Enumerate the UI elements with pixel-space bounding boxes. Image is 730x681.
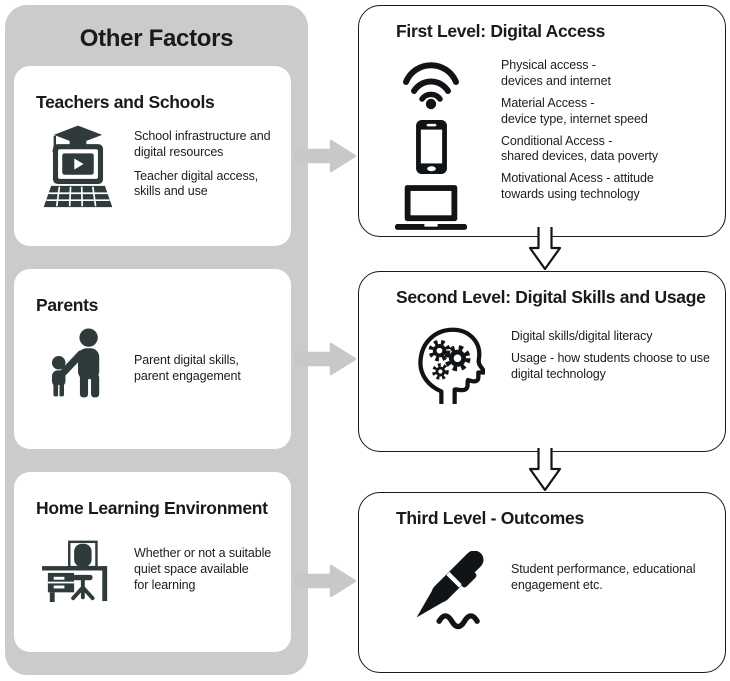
arrow-right-icon xyxy=(294,342,357,376)
card-text-line: Parent digital skills, parent engagement xyxy=(134,352,241,383)
box-second-level-digital-skills: Second Level: Digital Skills and Usage xyxy=(358,271,726,452)
wifi-icon xyxy=(399,58,463,110)
card-description: Parent digital skills, parent engagement xyxy=(134,353,241,385)
head-gears-icon xyxy=(411,322,485,404)
card-title: Home Learning Environment xyxy=(36,498,268,518)
card-text-line: Whether or not a suitable quiet space av… xyxy=(134,546,272,592)
card-teachers-and-schools: Teachers and Schools School infrastruc xyxy=(14,66,291,246)
box-title: Third Level - Outcomes xyxy=(396,508,584,528)
laptop-icon xyxy=(394,184,468,231)
box-title: First Level: Digital Access xyxy=(396,21,606,41)
card-text-line: School infrastructure and digital resour… xyxy=(134,128,271,159)
box-items: Digital skills/digital literacy Usage - … xyxy=(511,329,715,389)
box-item: Conditional Access - shared devices, dat… xyxy=(501,133,659,164)
smartphone-icon xyxy=(415,119,448,175)
panel-title: Other Factors xyxy=(79,25,234,52)
parent-child-icon xyxy=(36,328,120,409)
arrow-right-icon xyxy=(294,139,357,173)
box-item: Material Access - device type, internet … xyxy=(501,95,648,126)
arrow-down-icon xyxy=(528,227,562,271)
box-item: Motivational Acess - attitude towards us… xyxy=(501,171,654,202)
box-item: Usage - how students choose to use digit… xyxy=(511,350,710,381)
box-item: Digital skills/digital literacy xyxy=(511,329,653,343)
arrow-right-icon xyxy=(294,564,357,598)
box-item: Student performance, educational engagem… xyxy=(511,562,696,592)
box-items: Student performance, educational engagem… xyxy=(511,562,715,600)
pen-writing-icon xyxy=(398,551,488,631)
arrow-down-icon xyxy=(528,448,562,492)
card-title: Parents xyxy=(36,295,99,315)
box-third-level-outcomes: Third Level - Outcomes Student performan… xyxy=(358,492,726,673)
card-description: Whether or not a suitable quiet space av… xyxy=(134,546,271,594)
card-parents: Parents Parent digital skil xyxy=(14,269,291,449)
card-description: School infrastructure and digital resour… xyxy=(134,128,271,201)
card-home-learning-environment: Home Learning Environment xyxy=(14,472,291,652)
laptop-education-icon xyxy=(36,120,120,209)
card-text-line: Teacher digital access, skills and use xyxy=(134,168,259,199)
card-title: Teachers and Schools xyxy=(36,92,215,112)
box-first-level-digital-access: First Level: Digital Access xyxy=(358,5,726,237)
box-items: Physical access - devices and internet M… xyxy=(501,58,715,209)
desk-chair-icon xyxy=(36,536,120,604)
box-title: Second Level: Digital Skills and Usage xyxy=(396,287,706,307)
box-item: Physical access - devices and internet xyxy=(501,58,611,88)
